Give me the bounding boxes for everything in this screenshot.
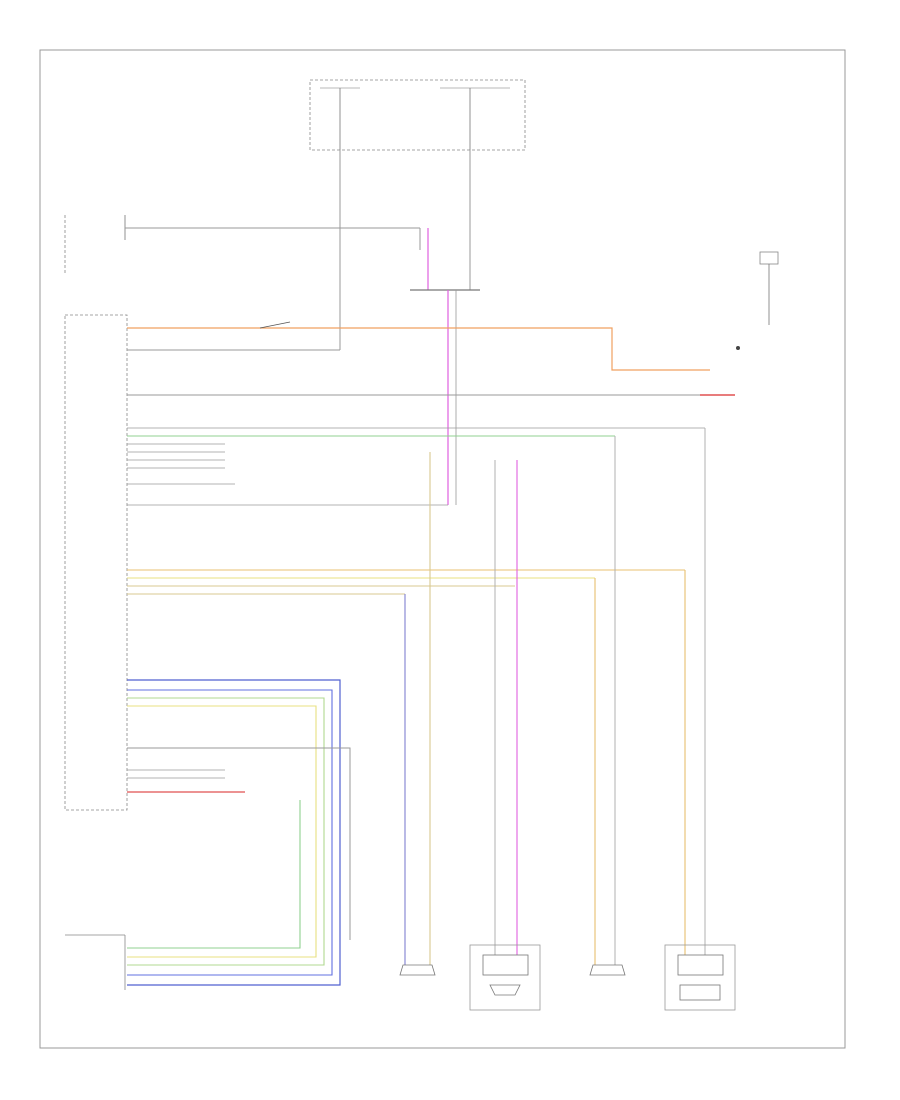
wire-aux-green-1 xyxy=(127,697,325,966)
ground-symbol xyxy=(736,251,779,350)
wire-orange-inline-switch xyxy=(259,321,291,329)
fuse-box xyxy=(309,79,526,151)
wire-aux-green-2 xyxy=(127,747,351,940)
wire-orange-power xyxy=(127,327,710,371)
head-unit xyxy=(64,314,128,811)
wire-aux-blue-outer xyxy=(127,679,341,986)
wire-aux-yellow xyxy=(127,705,317,958)
aux-jack xyxy=(65,934,126,990)
wire-aux-green-3 xyxy=(127,800,301,949)
speaker-left-front xyxy=(664,944,736,1011)
speaker-left-rear xyxy=(589,964,626,976)
center-switch xyxy=(64,215,126,275)
speaker-right-rear xyxy=(399,964,436,976)
speaker-right-front xyxy=(469,944,541,1011)
wire-aux-blue-inner xyxy=(127,689,333,976)
diagram-frame xyxy=(39,49,846,1049)
